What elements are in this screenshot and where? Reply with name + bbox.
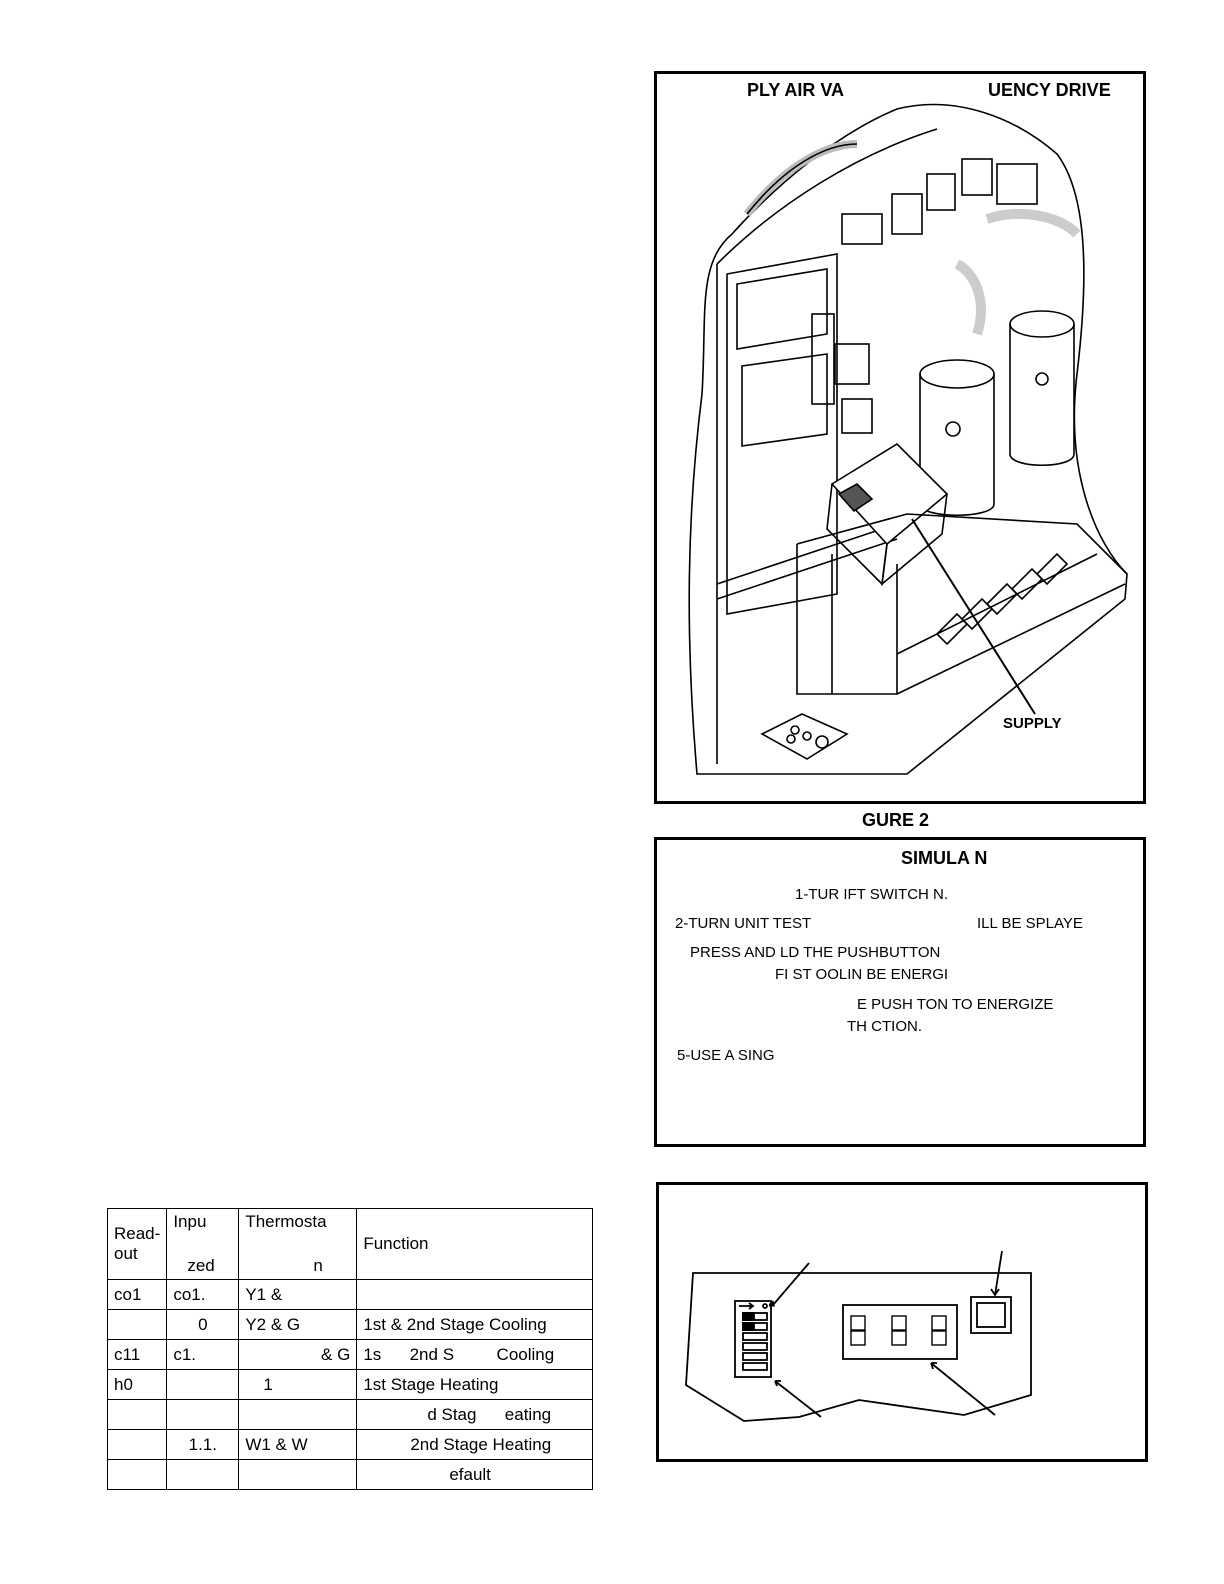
- figure-title-right: UENCY DRIVE: [988, 80, 1111, 100]
- table-row: co1 co1. Y1 &: [106, 1279, 593, 1310]
- sim-line-2: 2-TURN UNIT TEST: [675, 915, 812, 932]
- table-row: c11 c1. & G 1s 2nd S Cooling: [106, 1339, 593, 1370]
- table-row: efault: [106, 1459, 593, 1490]
- simulation-panel: SIMULA N 1-TUR IFT SWITCH N. 2-TURN UNIT…: [654, 837, 1146, 1147]
- header-input: Inpu zed: [166, 1208, 240, 1280]
- sim-line-2-cont: ILL BE SPLAYE: [977, 915, 1083, 932]
- sim-line-4: E PUSH TON TO ENERGIZE: [857, 996, 1054, 1013]
- figure-2-panel: PLY AIR VA UENCY DRIVE: [654, 71, 1146, 804]
- unit-illustration: [688, 103, 1128, 775]
- control-board-diagram: [685, 1250, 1032, 1422]
- header-function: Function: [356, 1208, 593, 1280]
- sim-line-3-cont: FI ST OOLIN BE ENERGI: [775, 966, 949, 983]
- table-header-row: Read- out Inpu zed Thermosta n Function: [106, 1208, 593, 1280]
- sim-line-3: PRESS AND LD THE PUSHBUTTON: [690, 944, 941, 961]
- simulation-title: SIMULA N: [901, 848, 988, 868]
- table-row: h0 1 1st Stage Heating: [106, 1369, 593, 1400]
- figure-title-left: PLY AIR VA: [747, 80, 845, 100]
- figure-caption: GURE 2: [862, 810, 930, 830]
- header-thermostat: Thermosta n: [238, 1208, 358, 1280]
- control-display-panel: [656, 1182, 1148, 1462]
- sim-line-5: 5-USE A SING: [677, 1047, 775, 1064]
- header-readout: Read- out: [106, 1208, 168, 1280]
- sim-line-1: 1-TUR IFT SWITCH N.: [795, 886, 949, 903]
- readout-table: Read- out Inpu zed Thermosta n Function …: [106, 1208, 593, 1490]
- supply-label: SUPPLY: [1003, 715, 1062, 732]
- table-row: d Stag eating: [106, 1399, 593, 1430]
- table-row: 1.1. W1 & W 2nd Stage Heating: [106, 1429, 593, 1460]
- table-row: 0 Y2 & G 1st & 2nd Stage Cooling: [106, 1309, 593, 1340]
- sim-line-4-cont: TH CTION.: [847, 1018, 922, 1035]
